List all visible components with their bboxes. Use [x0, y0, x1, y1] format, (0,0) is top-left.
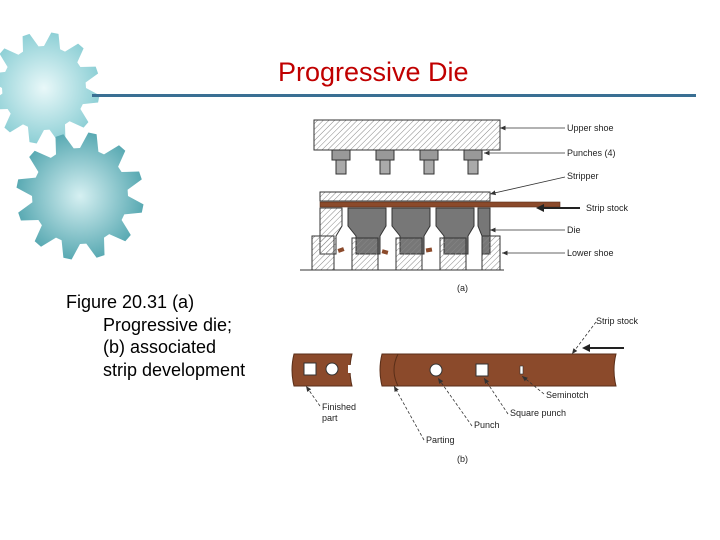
label-strip-stock-b: Strip stock — [596, 316, 639, 326]
punched-hole — [429, 363, 443, 377]
figure-caption: Figure 20.31 (a) Progressive die; (b) as… — [66, 291, 245, 381]
label-die: Die — [567, 225, 581, 235]
lower-shoe — [300, 235, 504, 271]
caption-line: (b) associated — [103, 337, 217, 357]
seminotch — [519, 365, 524, 375]
label-square-punch: Square punch — [510, 408, 566, 418]
progressive-die-figure: Upper shoe Punches (4) Stripper Strip st… — [291, 119, 639, 464]
gear-icon — [0, 32, 100, 144]
gear-icon — [16, 132, 144, 260]
label-parting: Parting — [426, 435, 455, 445]
label-upper-shoe: Upper shoe — [567, 123, 614, 133]
title-divider — [92, 94, 696, 97]
label-punches: Punches (4) — [567, 148, 616, 158]
label-strip-stock: Strip stock — [586, 203, 629, 213]
label-finished-part-2: part — [322, 413, 338, 423]
slugs — [337, 247, 433, 255]
strip-direction-arrow — [536, 204, 580, 212]
caption-line: Progressive die; — [103, 314, 233, 335]
slide-title: Progressive Die — [278, 57, 469, 87]
die-assembly-diagram: Upper shoe Punches (4) Stripper Strip st… — [300, 119, 629, 293]
label-seminotch: Seminotch — [546, 390, 589, 400]
label-stripper: Stripper — [567, 171, 599, 181]
strip-stock-b — [379, 353, 617, 387]
label-lower-shoe: Lower shoe — [567, 248, 614, 258]
label-punch: Punch — [474, 420, 500, 430]
upper-shoe — [313, 119, 501, 151]
gears-decoration — [0, 32, 144, 260]
panel-label-a: (a) — [457, 283, 468, 293]
strip-development-diagram: Strip stock Seminotch Square punch Punch… — [291, 316, 639, 464]
label-finished-part: Finished — [322, 402, 356, 412]
strip-stock-a — [319, 201, 561, 208]
punches — [331, 149, 483, 175]
finished-part — [291, 353, 353, 387]
square-hole — [475, 363, 489, 377]
caption-line: strip development — [103, 359, 246, 380]
caption-line: Figure 20.31 (a) — [66, 292, 195, 312]
panel-label-b: (b) — [457, 454, 468, 464]
stripper — [319, 191, 491, 202]
